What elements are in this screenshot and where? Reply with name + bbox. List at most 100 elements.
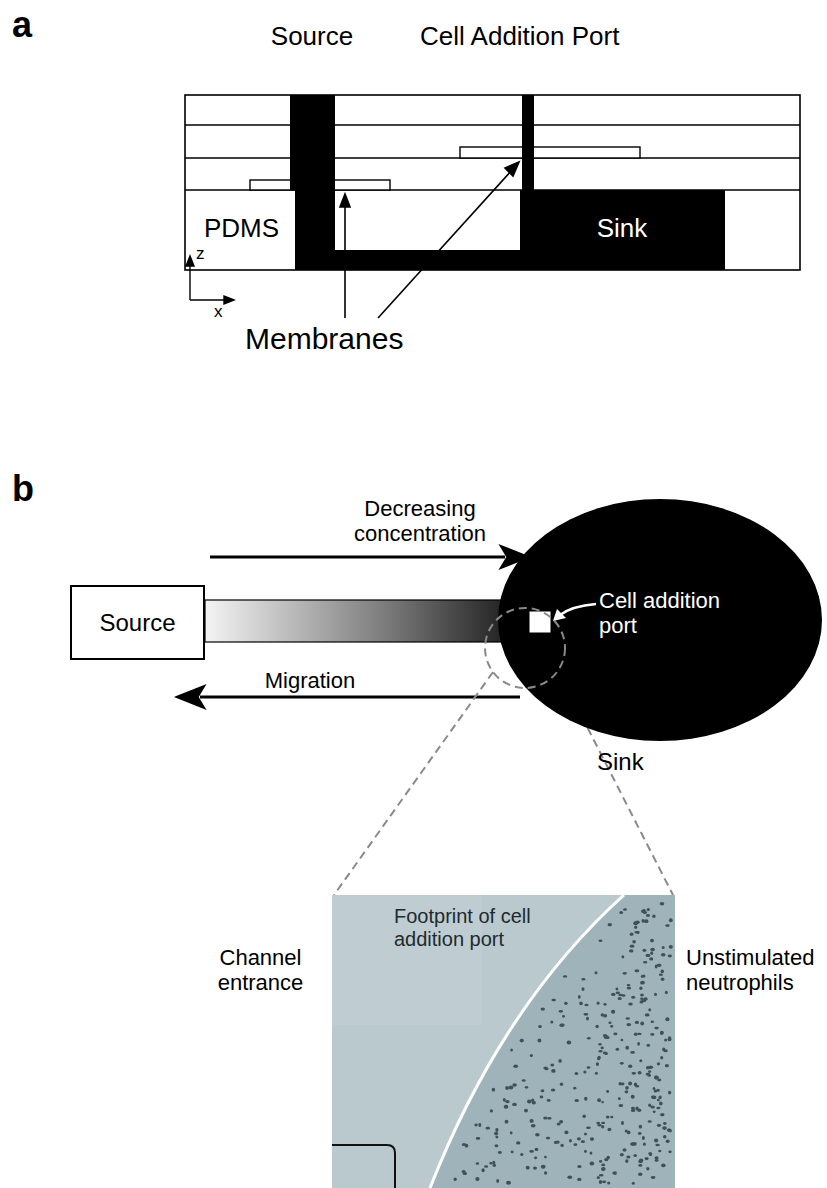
- cell-port: [522, 95, 534, 190]
- neutrophil: [579, 1001, 583, 1005]
- neutrophil: [654, 1139, 658, 1143]
- neutrophil: [590, 1152, 593, 1155]
- neutrophil: [607, 1128, 611, 1131]
- neutrophil: [474, 1124, 477, 1127]
- neutrophil: [649, 1153, 652, 1156]
- neutrophil: [476, 1137, 481, 1140]
- neutrophil: [656, 1089, 660, 1092]
- axis-label: x: [214, 302, 223, 322]
- neutrophil: [582, 1115, 586, 1118]
- neutrophil: [611, 1010, 615, 1014]
- neutrophil: [560, 1083, 563, 1086]
- part-label: Cell Addition Port: [420, 22, 619, 52]
- neutrophil: [484, 1165, 488, 1167]
- neutrophil: [663, 1122, 667, 1125]
- neutrophil: [658, 1150, 661, 1153]
- side-label: Unstimulated neutrophils: [686, 945, 822, 996]
- neutrophil: [616, 1048, 620, 1051]
- part-label: PDMS: [204, 214, 279, 244]
- neutrophil: [625, 1159, 628, 1163]
- neutrophil: [584, 1097, 587, 1101]
- neutrophil: [492, 1161, 495, 1165]
- neutrophil: [577, 1178, 581, 1181]
- neutrophil: [663, 1135, 667, 1139]
- neutrophil: [637, 1109, 641, 1113]
- neutrophil: [650, 948, 655, 952]
- neutrophil: [666, 1139, 670, 1143]
- neutrophil: [583, 1070, 586, 1073]
- neutrophil: [611, 993, 616, 996]
- cell-port-square: [530, 612, 550, 632]
- neutrophil: [665, 991, 668, 994]
- gradient-channel: [205, 600, 545, 642]
- neutrophil: [482, 1168, 485, 1172]
- neutrophil: [648, 1152, 652, 1155]
- neutrophil: [621, 1121, 624, 1125]
- neutrophil: [659, 973, 663, 976]
- cross-section: [185, 95, 800, 270]
- neutrophil: [618, 994, 622, 997]
- neutrophil: [550, 1063, 554, 1066]
- neutrophil: [623, 972, 627, 975]
- neutrophil: [619, 1104, 624, 1107]
- neutrophil: [622, 955, 625, 958]
- neutrophil: [535, 1133, 540, 1137]
- neutrophil: [657, 964, 661, 967]
- neutrophil: [581, 1140, 585, 1143]
- neutrophil: [625, 1090, 629, 1093]
- neutrophil: [574, 1143, 578, 1146]
- neutrophil: [639, 1059, 642, 1062]
- neutrophil: [651, 1020, 654, 1023]
- neutrophil: [498, 1151, 502, 1154]
- neutrophil: [562, 1015, 565, 1018]
- zoom-circle: [485, 608, 565, 688]
- neutrophil: [604, 1014, 607, 1017]
- sink-well: [520, 190, 725, 270]
- node-label: Sink: [597, 748, 644, 776]
- neutrophil: [454, 1178, 457, 1181]
- neutrophil: [632, 1072, 637, 1075]
- neutrophil: [613, 1033, 617, 1036]
- neutrophil: [505, 1086, 509, 1090]
- neutrophil: [531, 1124, 536, 1128]
- neutrophil: [651, 1105, 655, 1108]
- neutrophil: [642, 975, 646, 978]
- neutrophil: [505, 1100, 509, 1103]
- neutrophil: [597, 1058, 600, 1061]
- neutrophil: [558, 1059, 561, 1063]
- neutrophil: [634, 1033, 638, 1036]
- neutrophil: [657, 1099, 660, 1102]
- neutrophil: [529, 1150, 534, 1153]
- neutrophil: [645, 1157, 649, 1160]
- neutrophil: [544, 1171, 547, 1174]
- migration-arrow: [200, 696, 520, 699]
- neutrophil: [476, 1162, 479, 1165]
- neutrophil: [650, 952, 653, 956]
- neutrophil: [623, 1148, 627, 1152]
- neutrophil: [625, 1129, 628, 1132]
- neutrophil: [486, 1127, 491, 1130]
- neutrophil: [509, 1085, 514, 1089]
- neutrophil: [532, 1101, 536, 1104]
- neutrophil: [608, 923, 612, 926]
- neutrophil: [601, 1167, 606, 1171]
- neutrophil: [652, 915, 655, 918]
- neutrophil: [650, 939, 654, 943]
- neutrophil: [520, 1039, 524, 1043]
- ellipse-outline: [497, 498, 823, 742]
- neutrophil: [590, 1162, 595, 1166]
- neutrophil: [648, 1120, 652, 1123]
- neutrophil: [651, 1176, 656, 1179]
- neutrophil: [597, 1124, 601, 1126]
- neutrophil: [661, 953, 666, 956]
- neutrophil: [654, 1076, 658, 1080]
- leader-line: [378, 170, 512, 318]
- neutrophil: [560, 1144, 563, 1147]
- neutrophil: [646, 1167, 649, 1171]
- neutrophil: [668, 955, 672, 958]
- neutrophil: [584, 1013, 589, 1016]
- neutrophil: [608, 1022, 611, 1025]
- neutrophil: [654, 993, 657, 996]
- neutrophil: [668, 1036, 671, 1040]
- neutrophil: [584, 1133, 587, 1136]
